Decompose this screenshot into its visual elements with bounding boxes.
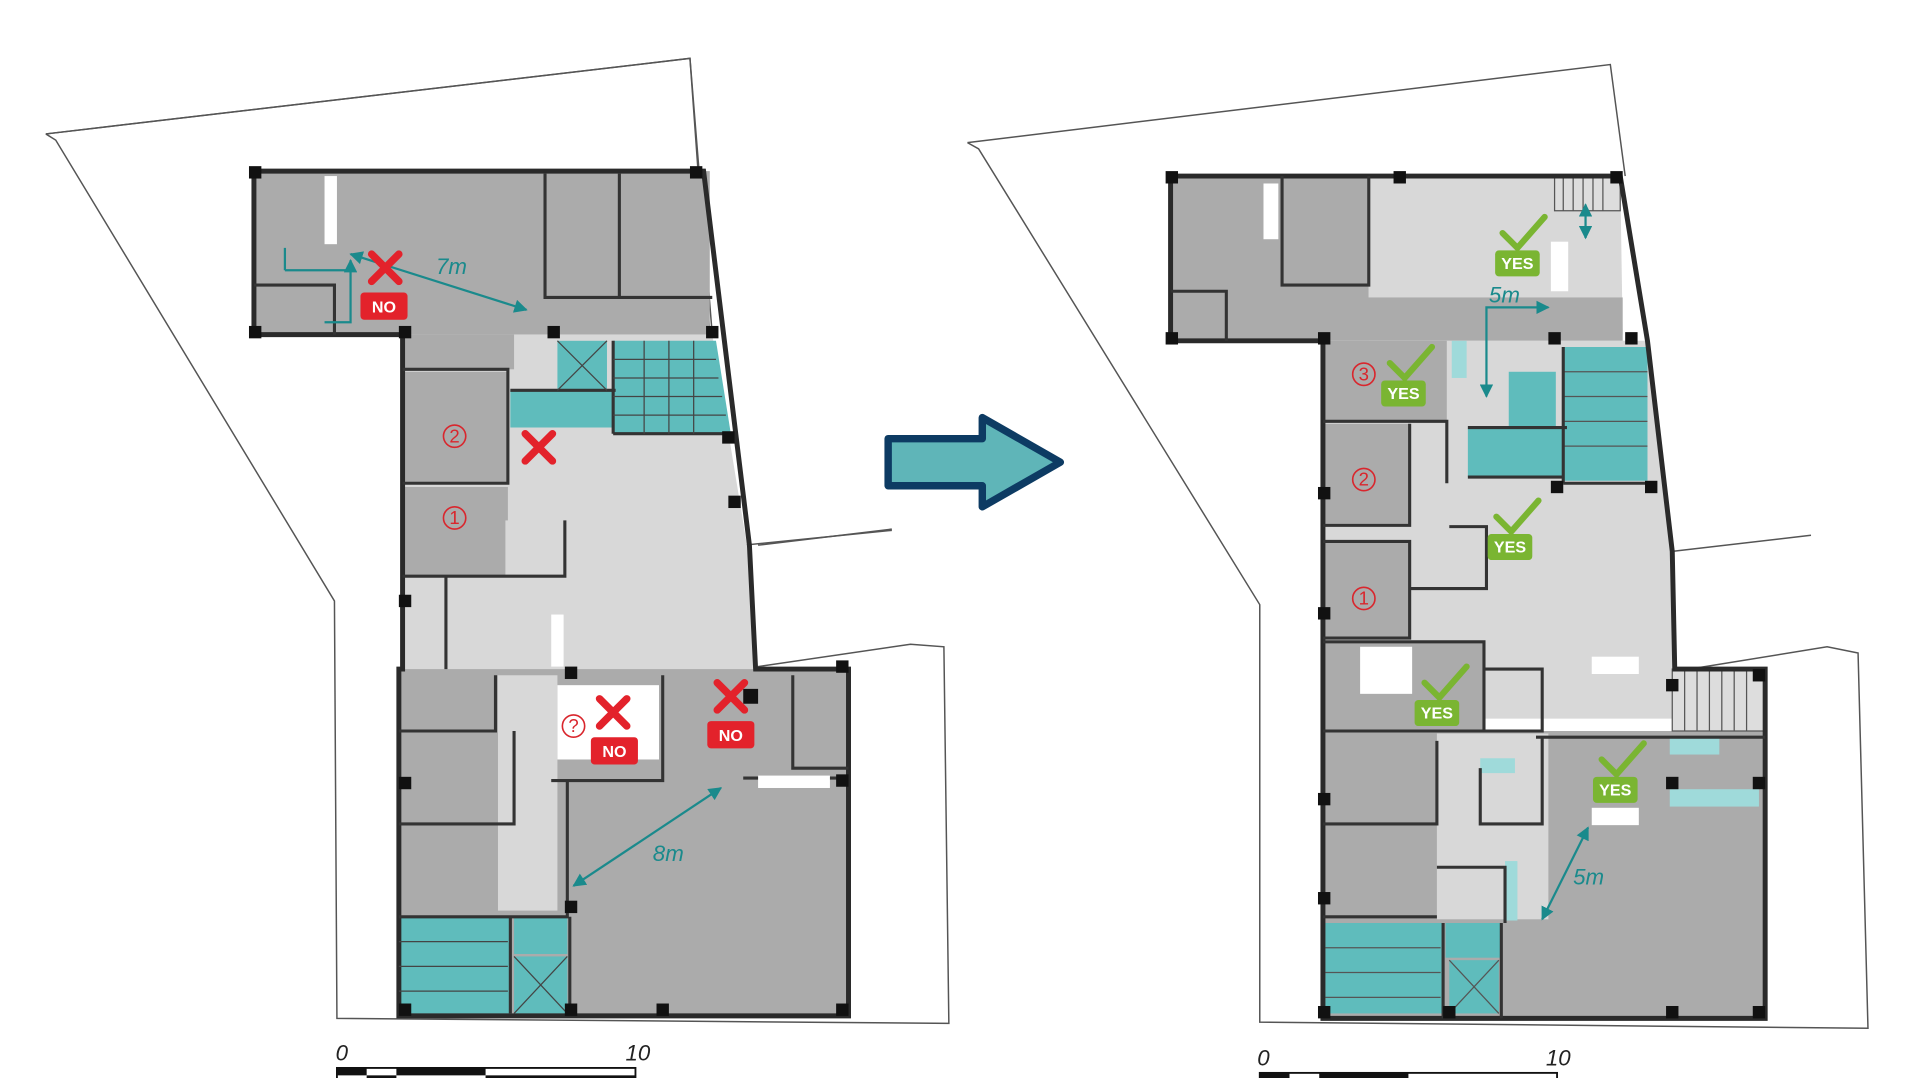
badge-label: YES	[1494, 539, 1526, 557]
check-icon	[1386, 343, 1436, 383]
cross-icon	[595, 695, 631, 730]
scale-bar: 0 10	[1257, 1045, 1571, 1078]
distance-arrow	[1541, 826, 1590, 921]
room-2	[1322, 423, 1410, 526]
badge-label: NO	[719, 727, 743, 745]
scale-bar: 0 10	[336, 1040, 651, 1078]
room-number-3	[1351, 362, 1376, 387]
room-number-label: 1	[1359, 588, 1369, 609]
scale-end-label: 10	[1546, 1045, 1571, 1070]
cross-icon	[713, 678, 749, 714]
lobby	[1467, 427, 1567, 478]
distance-arrow	[572, 787, 723, 887]
room-number-label: ?	[568, 715, 578, 736]
scale-start-label: 0	[336, 1040, 349, 1065]
distance-label: 8m	[653, 841, 684, 866]
after-floor-plan: 3 2 1 5m 5m YES YES YES YES	[967, 63, 1869, 1078]
room-number-unknown	[561, 714, 586, 738]
room-2	[402, 371, 508, 484]
check-icon	[1421, 663, 1470, 703]
stairwell-lower	[1325, 923, 1444, 1014]
check-icon	[1598, 740, 1647, 779]
stairwell-lower	[398, 916, 511, 1014]
badge-label: NO	[372, 298, 396, 316]
check-icon	[1499, 213, 1548, 253]
distance-label: 5m	[1489, 282, 1520, 307]
distance-label: 5m	[1573, 865, 1604, 890]
room-number-label: 1	[449, 507, 459, 528]
distance-label: 7m	[436, 254, 467, 279]
lobby	[510, 390, 616, 428]
stair-steps	[1671, 668, 1766, 732]
badge-label: NO	[602, 743, 626, 761]
yes-indicator: YES	[1592, 740, 1647, 803]
badge-label: YES	[1387, 385, 1419, 403]
room-1	[402, 486, 508, 577]
badge-label: YES	[1599, 781, 1631, 799]
elevator	[1508, 371, 1556, 428]
stairwell	[613, 340, 731, 434]
yes-indicator: YES	[1414, 663, 1470, 727]
path-arrow	[1479, 300, 1550, 398]
cross-icon	[367, 250, 403, 286]
room-number-2	[442, 424, 467, 449]
scale-start-label: 0	[1257, 1045, 1270, 1070]
stairwell	[1563, 347, 1648, 481]
transformation-arrow-icon	[884, 413, 1065, 511]
no-badge	[590, 737, 638, 765]
check-icon	[1493, 497, 1542, 537]
room-number-1	[1351, 586, 1376, 611]
before-floor-plan: 2 1 ? 7m 8m NO NO NO	[45, 57, 950, 1078]
room-1	[1322, 541, 1410, 639]
yes-indicator: YES	[1495, 213, 1548, 277]
path-arrow	[283, 248, 351, 324]
upper-wing	[253, 171, 710, 335]
badge-label: YES	[1421, 705, 1453, 723]
room-number-2	[1351, 467, 1376, 492]
cross-icon	[521, 429, 557, 465]
site-boundary-outline	[967, 63, 1869, 1030]
no-badge	[707, 721, 755, 749]
room-number-label: 2	[1359, 469, 1369, 490]
room-number-label: 3	[1359, 363, 1369, 384]
room-number-label: 2	[449, 425, 459, 446]
room-number-1	[442, 505, 467, 530]
no-badge	[360, 292, 408, 320]
badge-label: YES	[1501, 255, 1533, 273]
yes-indicator: YES	[1381, 343, 1436, 407]
yes-indicator: YES	[1487, 497, 1542, 561]
scale-end-label: 10	[626, 1040, 651, 1065]
